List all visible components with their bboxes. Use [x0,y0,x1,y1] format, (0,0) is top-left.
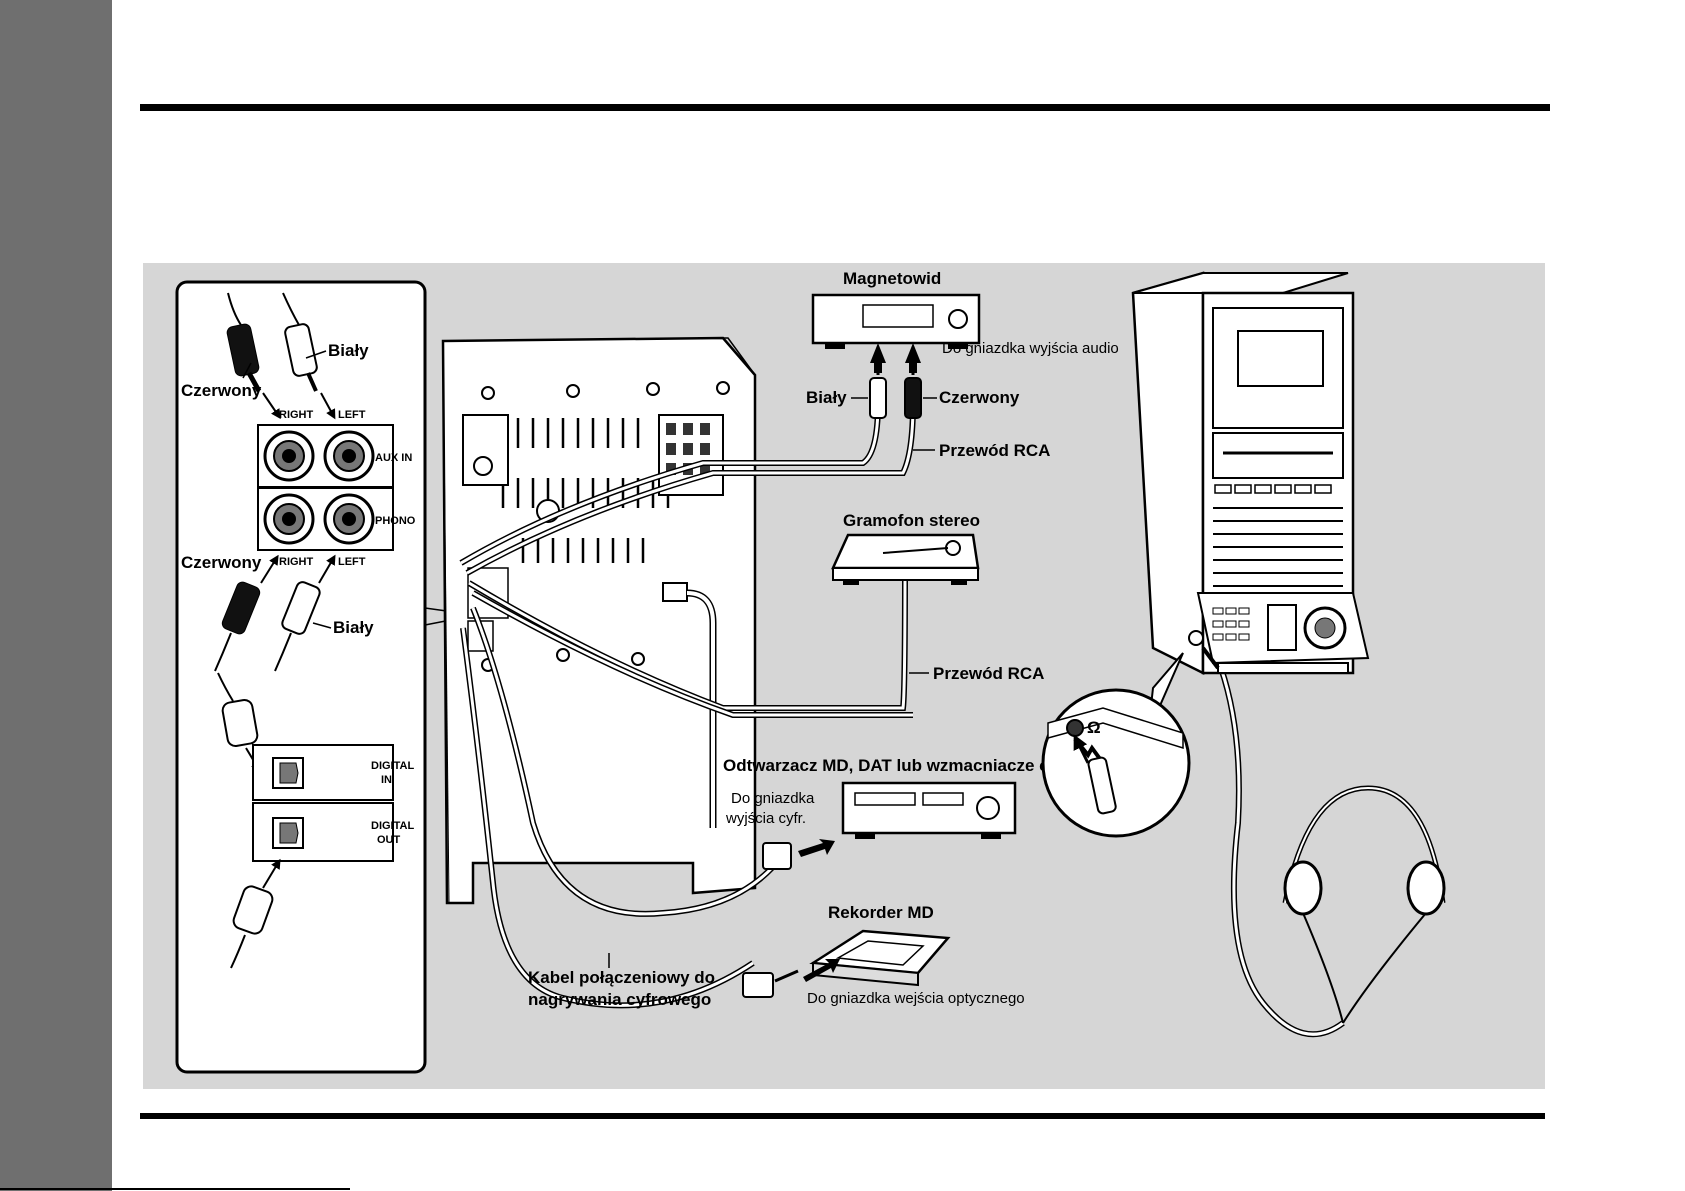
digital-out-sub-label: OUT [377,834,401,846]
aux-in-right-jack [263,430,315,482]
white-plug-bottom-icon [274,581,321,672]
czerwony-label-bottom: Czerwony [181,553,262,572]
md-dat-player-device [841,781,1017,839]
gramofon-label: Gramofon stereo [843,511,980,530]
md-recorder-device [809,929,951,987]
digital-out-jack [272,817,304,849]
turntable-device [831,533,980,585]
aux-in-left-jack [323,430,375,482]
czerwony-label-vcr: Czerwony [939,388,1020,407]
kabel-label-1: Kabel połączeniowy do [528,968,715,987]
vcr-device [811,293,981,349]
do-gniazdka-cyfr-label-2: wyjścia cyfr. [725,810,806,827]
up-arrows [870,343,921,373]
phono-left-label: LEFT [338,556,366,568]
headphones-icon [1282,785,1446,1024]
side-tab [0,0,112,1191]
bialy-label-top: Biały [328,341,369,360]
red-plug-top-icon [226,292,262,393]
do-gniazdka-optycznego-label: Do gniazdka wejścia optycznego [807,990,1025,1007]
phono-right-label: RIGHT [279,556,314,568]
main-unit-rear [441,336,757,905]
bottom-rule [140,1113,1545,1119]
headphone-plug-front [1201,646,1220,670]
red-plug-bottom-icon [214,581,261,672]
kabel-label-2: nagrywania cyfrowego [528,990,711,1009]
do-gniazdka-cyfr-label-1: Do gniazdka [731,790,815,807]
odtwarzacz-label: Odtwarzacz MD, DAT lub wzmacniacze cyfr. [723,756,1074,775]
main-unit-front [1131,271,1370,676]
jack-inset-panel: Biały Czerwony RIGHT LEFT AUX IN [175,280,427,1074]
svg-text:Ω: Ω [1087,718,1101,737]
white-plug-top-icon [282,292,318,392]
phono-left-jack [323,493,375,545]
bialy-label-vcr: Biały [806,388,847,407]
bialy-label-bottom: Biały [333,618,374,637]
czerwony-label-top: Czerwony [181,381,262,400]
optical-plug-player-icon [762,839,835,870]
cables [459,402,1345,1038]
przewod-rca-label-vcr: Przewód RCA [939,441,1050,460]
headphone-jack-magnifier: Ω [1041,652,1191,838]
przewod-rca-label-phono: Przewód RCA [933,664,1044,683]
optical-plug-recorder-icon [742,959,840,998]
aux-right-label: RIGHT [279,409,314,421]
do-gniazdka-audio-label: Do gniazdka wyjścia audio [942,340,1119,357]
digital-in-jack [272,757,304,789]
phono-label: PHONO [375,515,416,527]
connection-diagram: Biały Czerwony RIGHT LEFT AUX IN [143,263,1545,1089]
phono-right-jack [263,493,315,545]
digital-in-label: DIGITAL [371,760,414,772]
rekorder-label: Rekorder MD [828,903,934,922]
top-rule [140,104,1550,111]
footer-line [0,1188,350,1190]
aux-in-label: AUX IN [375,452,412,464]
digital-in-sub-label: IN [381,774,392,786]
optical-plug-bottom-icon [230,858,281,969]
digital-out-label: DIGITAL [371,820,414,832]
magnetowid-label: Magnetowid [843,269,941,288]
aux-left-label: LEFT [338,409,366,421]
